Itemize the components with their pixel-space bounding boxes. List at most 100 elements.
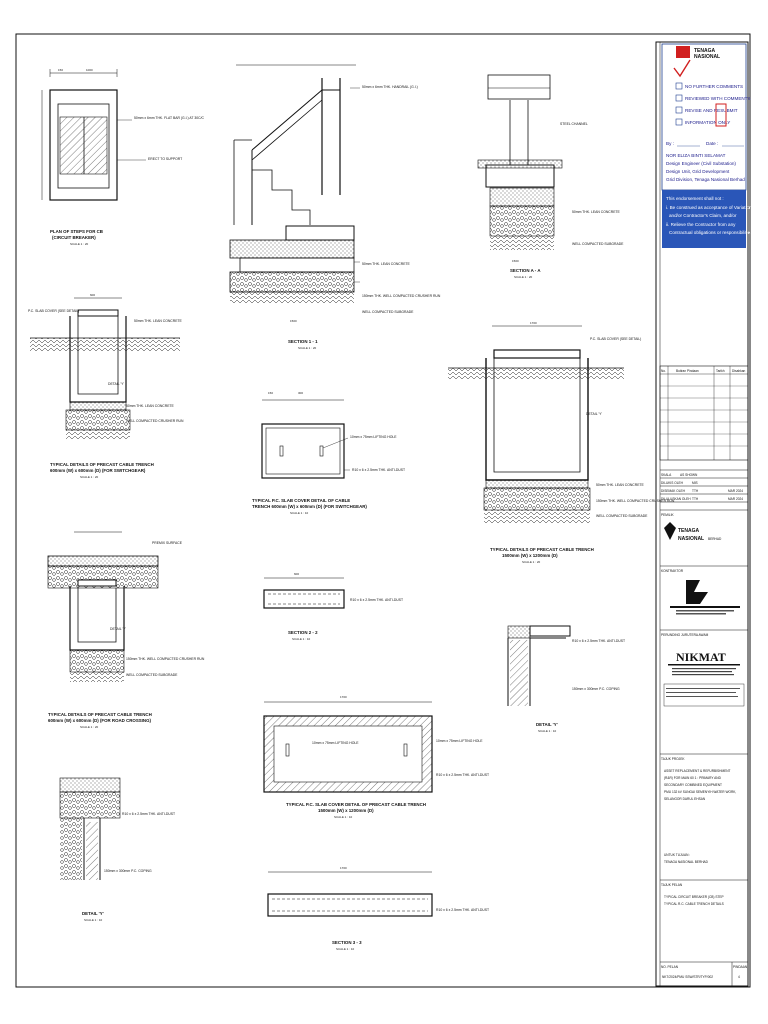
tr-note-1: PREMIX SURFACE — [152, 541, 183, 545]
meta-drawn-value: MIS — [692, 481, 698, 485]
stamp-signer-4: Grid Division, Tenaga Nasional Berhad — [666, 177, 745, 182]
t1500-title-2: 1500mm (W) x 1200mm (D) — [502, 553, 558, 558]
stamp-checkbox-2[interactable] — [675, 94, 683, 102]
revision-number: 4 — [738, 975, 740, 979]
tnb-logo-icon — [676, 46, 690, 58]
notice-line-4: Contractual obligations or responsibilit… — [669, 230, 753, 235]
meta-date-2: MAR 2024 — [728, 497, 743, 501]
s22-dim: 600 — [294, 572, 299, 576]
s33-dim: 1700 — [340, 866, 347, 870]
drawing-no: NKT/2024/PMU SSW/STR/TYP/002 — [662, 975, 713, 979]
purpose-value: TENAGA NASIONAL BERHAD — [664, 860, 709, 864]
stamp-option-2: REVIEWED WITH COMMENTS — [685, 96, 751, 101]
client-name-3: BERHAD — [708, 537, 722, 541]
meta-drawn-label: DILUKIS OLEH — [661, 481, 684, 485]
notice-line-2: and/or Contractor's Claim, and/or — [669, 213, 737, 218]
t600-scale: SCALE 1 : 20 — [80, 475, 99, 479]
t600-note-2: 50mm THK. LEAN CONCRETE — [126, 404, 175, 408]
section-3-3-drawing: 1700 R10 x 6 x 2.5mm THK. ANTI-DUST SECT… — [267, 866, 489, 951]
t600-detail-ref: DETAIL 'Y' — [108, 382, 124, 386]
sc600-title-1: TYPICAL P.C. SLAB COVER DETAIL OF CABLE — [252, 498, 350, 503]
stamp-option-4: INFORMATION ONLY — [685, 120, 730, 125]
s11-note-3: 150mm THK. WELL COMPACTED CRUSHER RUN — [362, 294, 441, 298]
saa-note-1: STEEL CHANNEL — [560, 122, 588, 126]
review-stamp — [661, 43, 747, 191]
client-name-1: TENAGA — [678, 528, 700, 534]
trench-600-drawing: 600 P.C. SLAB COVER (SEE DETAIL) 50mm TH… — [28, 293, 184, 479]
dyr-title: DETAIL 'Y' — [536, 722, 558, 727]
meta-scale-label: SKALA — [661, 473, 672, 477]
project-line-5: SELANGOR DARUL EHSAN — [664, 797, 706, 801]
project-label: TAJUK PROJEK — [661, 757, 685, 761]
s22-scale: SCALE 1 : 10 — [292, 637, 311, 641]
sc1500-note-1a: 10mm x 75mm LIFTING HOLE — [312, 741, 359, 745]
notice-line-1: i. Be construed as acceptance of Variati… — [666, 205, 752, 210]
sc600-dim-1: 150 — [268, 391, 273, 395]
t600-title-1: TYPICAL DETAILS OF PRECAST CABLE TRENCH — [50, 462, 154, 467]
stamp-checkbox-3[interactable] — [675, 106, 683, 114]
notice-heading: This endorsement shall not : — [666, 196, 724, 201]
revision-table: No. Butiran Pindaan Tarikh Disahkan — [659, 365, 749, 461]
sc1500-scale: SCALE 1 : 10 — [334, 815, 353, 819]
stamp-option-3: REVISE AND RESUBMIT — [685, 108, 738, 113]
plan-note-1: 50mm x 6mm THK. FLAT BAR (G.I.) AT 30C/C — [134, 116, 205, 120]
slab-cover-600-drawing: 150 300 10mm x 75mm LIFTING HOLE R10 x 6… — [252, 391, 405, 515]
s33-title: SECTION 3 - 3 — [332, 940, 362, 945]
s11-note-1: 50mm x 6mm THK. HANDRAIL (G.I.) — [362, 85, 418, 89]
stamp-checkbox-1[interactable] — [675, 82, 683, 90]
saa-note-3: WELL COMPACTED SUBGRADE — [572, 242, 624, 246]
drawing-title-1: TYPICAL CIRCUIT BREAKER (CB) STEP — [664, 895, 724, 899]
plan-steps-drawing: 150 1000 50mm x 6mm THK. FLAT BAR (G.I.)… — [41, 68, 205, 246]
plan-title-2: (CIRCUIT BREAKER) — [52, 235, 96, 240]
t1500-note-2: 50mm THK. LEAN CONCRETE — [596, 483, 645, 487]
t1500-title-1: TYPICAL DETAILS OF PRECAST CABLE TRENCH — [490, 547, 594, 552]
stamp-checkbox-4[interactable] — [675, 118, 683, 126]
stamp-by-label: By : — [666, 141, 674, 146]
trench-1500-drawing: 1700 P.C. SLAB COVER (SEE DETAIL) 50mm T… — [448, 321, 675, 564]
sc600-note-2: R10 x 6 x 2.5mm THK. ANTI-DUST — [352, 468, 405, 472]
dyl-note-2: 150mm x 300mm P.C. COPING — [104, 869, 152, 873]
consultant-name: NIKMAT — [676, 650, 726, 664]
dyr-note-1: R10 x 6 x 2.5mm THK. ANTI-DUST — [572, 639, 625, 643]
t600-dim: 600 — [90, 293, 95, 297]
plan-title-1: PLAN OF STEPS FOR CB — [50, 229, 103, 234]
drawing-title-label: TAJUK PELAN — [661, 883, 683, 887]
section-1-1-drawing: 50mm x 6mm THK. HANDRAIL (G.I.) 50mm THK… — [229, 64, 441, 350]
project-line-3: SECONDARY COMBINED EQUIPMENT — [664, 783, 722, 787]
dyr-note-2: 150mm x 300mm P.C. COPING — [572, 687, 620, 691]
client-label: PEMILIK — [661, 513, 674, 517]
drawing-title-2: TYPICAL R.C. CABLE TRENCH DETAILS — [664, 902, 724, 906]
contractor-logo-icon — [686, 580, 708, 604]
tr-note-2: 150mm THK. WELL COMPACTED CRUSHER RUN — [126, 657, 205, 661]
sc1500-dim: 1700 — [340, 695, 347, 699]
meta-checked-value: TTH — [692, 489, 699, 493]
dyl-scale: SCALE 1 : 10 — [84, 918, 103, 922]
project-line-1: ASSET REPLACEMENT & REFURBISHMENT — [664, 769, 731, 773]
purpose-label: UNTUK TUJUAN : — [664, 853, 690, 857]
title-block: TENAGA NASIONAL NO FURTHER COMMENTS REVI… — [655, 41, 753, 987]
meta-scale-value: AS SHOWN — [680, 473, 698, 477]
section-a-a-drawing: STEEL CHANNEL 50mm THK. LEAN CONCRETE WE… — [477, 74, 624, 279]
saa-scale: SCALE 1 : 20 — [514, 275, 533, 279]
t1500-dim: 1700 — [530, 321, 537, 325]
s11-scale: SCALE 1 : 20 — [298, 346, 317, 350]
stamp-date-label: Date : — [706, 141, 718, 146]
section-2-2-drawing: 600 R10 x 6 x 2.5mm THK. ANTI-DUST SECTI… — [263, 572, 403, 641]
rev-header-approved: Disahkan — [732, 369, 746, 373]
drawing-meta: SKALA AS SHOWN DILUKIS OLEH MIS DISEMAK … — [660, 469, 748, 511]
endorsement-notice — [662, 190, 746, 248]
s33-note-1: R10 x 6 x 2.5mm THK. ANTI-DUST — [436, 908, 489, 912]
s33-scale: SCALE 1 : 10 — [336, 947, 355, 951]
notice-line-3: ii. Relieve the Contractor from any — [666, 222, 736, 227]
tr-detail-ref: DETAIL 'Y' — [110, 627, 126, 631]
meta-date-1: MAR 2024 — [728, 489, 743, 493]
meta-checked-label: DISEMAK OLEH — [661, 489, 686, 493]
revision-label: PINDAAN — [733, 965, 748, 969]
meta-approved-value: TTH — [692, 497, 699, 501]
stamp-signer-3: Design Unit, Grid Development — [666, 169, 730, 174]
sc600-title-2: TRENCH 600mm (W) x 600mm (D) (FOR SWITCH… — [252, 504, 367, 509]
sc1500-note-2: R10 x 6 x 2.5mm THK. ANTI-DUST — [436, 773, 489, 777]
consultant-label: PERUNDING JURUTERA AWAM — [661, 633, 709, 637]
project-line-4: PMU 132 kV SUNGAI SEMENYIH WATER WORK, — [664, 790, 736, 794]
